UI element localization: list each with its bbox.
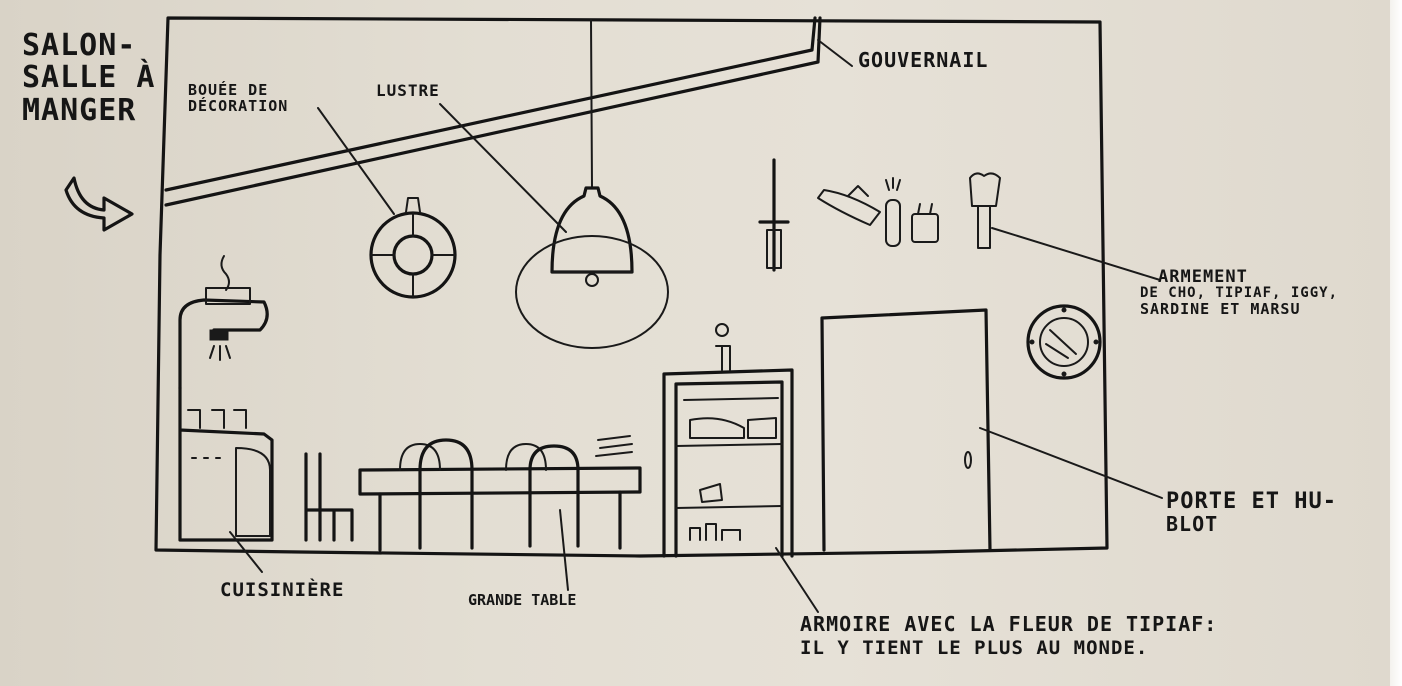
room-title-line-3: MANGER: [22, 95, 155, 127]
porte-label: PORTE ET HU- BLOT: [1166, 490, 1337, 535]
armement-label: ARMEMENT DE CHO, TIPIAF, IGGY, SARDINE E…: [1140, 268, 1338, 318]
porte-line-1: PORTE ET HU-: [1166, 490, 1337, 514]
leader-lustre: [440, 104, 566, 232]
grande-table-label: GRANDE TABLE: [468, 592, 576, 608]
leader-grande-table: [560, 510, 568, 590]
armement-line-1: ARMEMENT: [1140, 268, 1338, 286]
gouvernail-label: GOUVERNAIL: [858, 50, 988, 72]
door-drawing: [822, 310, 990, 550]
lifebuoy-drawing: [371, 198, 455, 297]
bouee-line-1: BOUÉE DE: [188, 82, 288, 98]
room-title-label: SALON- SALLE À MANGER: [22, 30, 155, 127]
porte-line-2: BLOT: [1166, 514, 1337, 536]
room-title-line-2: SALLE À: [22, 62, 155, 94]
bouee-line-2: DÉCORATION: [188, 98, 288, 114]
lamp-cord: [591, 20, 592, 188]
armement-line-2: DE CHO, TIPIAF, IGGY,: [1140, 286, 1338, 301]
leader-armoire: [776, 548, 818, 612]
armoire-label: ARMOIRE AVEC LA FLEUR DE TIPIAF: IL Y TI…: [800, 612, 1217, 661]
leader-gouvernail: [818, 40, 852, 66]
dining-set-drawing: [306, 436, 640, 550]
room-title-arrow: [66, 178, 132, 230]
leader-armement: [992, 228, 1160, 280]
kitchen-faucet: [180, 256, 267, 388]
bouee-label: BOUÉE DE DÉCORATION: [188, 82, 288, 114]
room-outline: [156, 18, 1107, 556]
leader-bouee: [318, 108, 394, 214]
cuisiniere-label: CUISINIÈRE: [220, 580, 344, 601]
porthole-drawing: [1028, 306, 1100, 378]
stove-drawing: [180, 388, 272, 540]
armoire-line-1: ARMOIRE AVEC LA FLEUR DE TIPIAF:: [800, 612, 1217, 637]
leader-porte: [980, 428, 1162, 498]
armament-drawing: [760, 160, 1000, 270]
armoire-line-2: IL Y TIENT LE PLUS AU MONDE.: [800, 637, 1217, 661]
chandelier-drawing: [516, 188, 668, 348]
cabinet-drawing: [664, 324, 792, 556]
room-title-line-1: SALON-: [22, 30, 155, 62]
lustre-label: LUSTRE: [376, 82, 440, 99]
armement-line-3: SARDINE ET MARSU: [1140, 301, 1338, 317]
